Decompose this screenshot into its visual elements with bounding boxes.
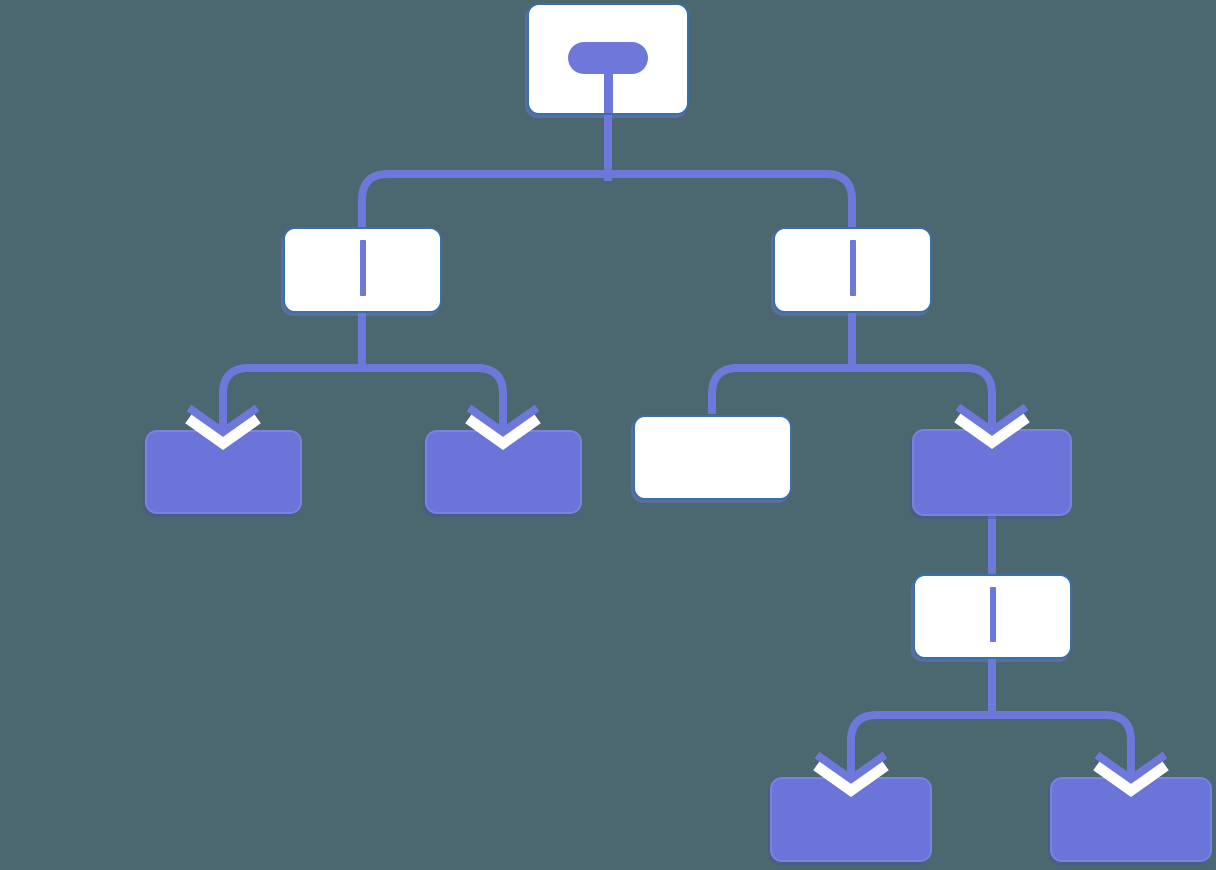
node-leaf-2[interactable] xyxy=(425,430,582,514)
edge-root-branch-bar xyxy=(358,170,856,230)
vertical-divider-icon xyxy=(849,240,856,296)
node-branch-right[interactable] xyxy=(773,227,932,313)
node-branch-bottom[interactable] xyxy=(913,574,1072,659)
edge-right-branch-bar xyxy=(708,364,996,428)
node-root[interactable] xyxy=(527,3,689,115)
vertical-divider-icon xyxy=(359,240,366,296)
node-leaf-3[interactable] xyxy=(770,777,932,862)
node-leaf-4[interactable] xyxy=(1050,777,1212,862)
node-placeholder[interactable] xyxy=(633,415,792,500)
root-pill-shape xyxy=(568,42,648,74)
vertical-divider-icon xyxy=(989,587,996,642)
node-action-right[interactable] xyxy=(912,429,1072,516)
edge-left-branch-bar xyxy=(219,364,507,429)
root-stem-shape xyxy=(603,69,613,113)
edge-bottom-branch-bar xyxy=(847,711,1135,776)
tree-root-pill-icon xyxy=(529,5,687,113)
node-leaf-1[interactable] xyxy=(145,430,302,514)
node-branch-left[interactable] xyxy=(283,227,442,313)
